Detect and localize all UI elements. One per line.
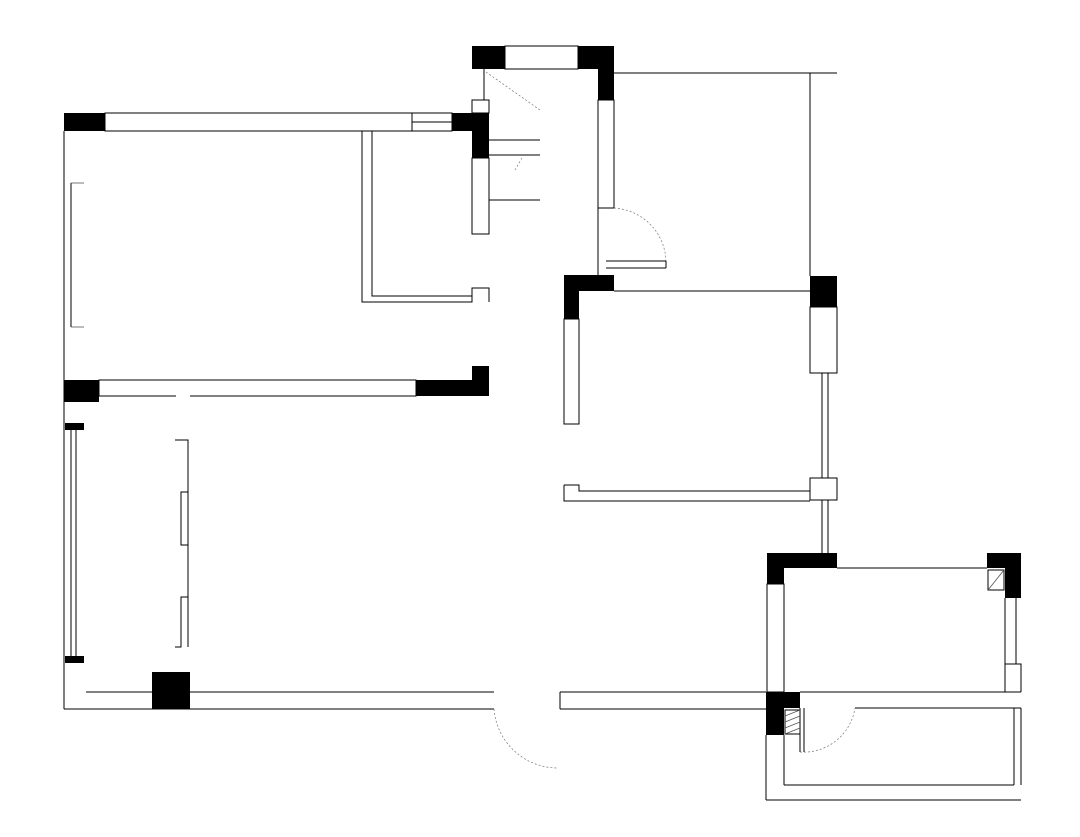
walls	[63, 45, 1022, 801]
wall-entry-east	[597, 99, 615, 209]
column-corridor-top	[452, 113, 489, 158]
wall-room-east-south	[564, 484, 810, 492]
column-room-east-corner	[564, 275, 614, 319]
column-balcony-bottom	[766, 692, 800, 735]
column-mid-left	[64, 380, 99, 402]
wall-corridor-west	[471, 99, 490, 114]
door-swing-entry	[613, 207, 667, 266]
column-west-window-bottom	[65, 656, 84, 663]
wall-closet	[361, 131, 490, 303]
column-entry-top-left	[472, 46, 505, 69]
wall-bedroom-north	[104, 112, 413, 132]
door-swing-south	[493, 708, 559, 769]
wall-entry-north	[504, 45, 579, 70]
column-balcony-left	[767, 553, 837, 584]
door-swing-balcony	[799, 707, 856, 753]
column-east-upper	[810, 276, 837, 307]
structural-columns	[64, 46, 1021, 735]
column-west-window-top	[65, 423, 84, 430]
partition-living	[175, 439, 189, 648]
wall-balcony-west	[766, 583, 785, 693]
column-entry-top-right	[578, 46, 614, 100]
column-south-wall	[152, 672, 190, 709]
column-balcony-right	[987, 553, 1021, 598]
window-room-east	[809, 306, 838, 374]
column-mid-center	[416, 366, 489, 396]
column-top-left	[64, 113, 105, 131]
wall-living-north	[98, 379, 417, 397]
